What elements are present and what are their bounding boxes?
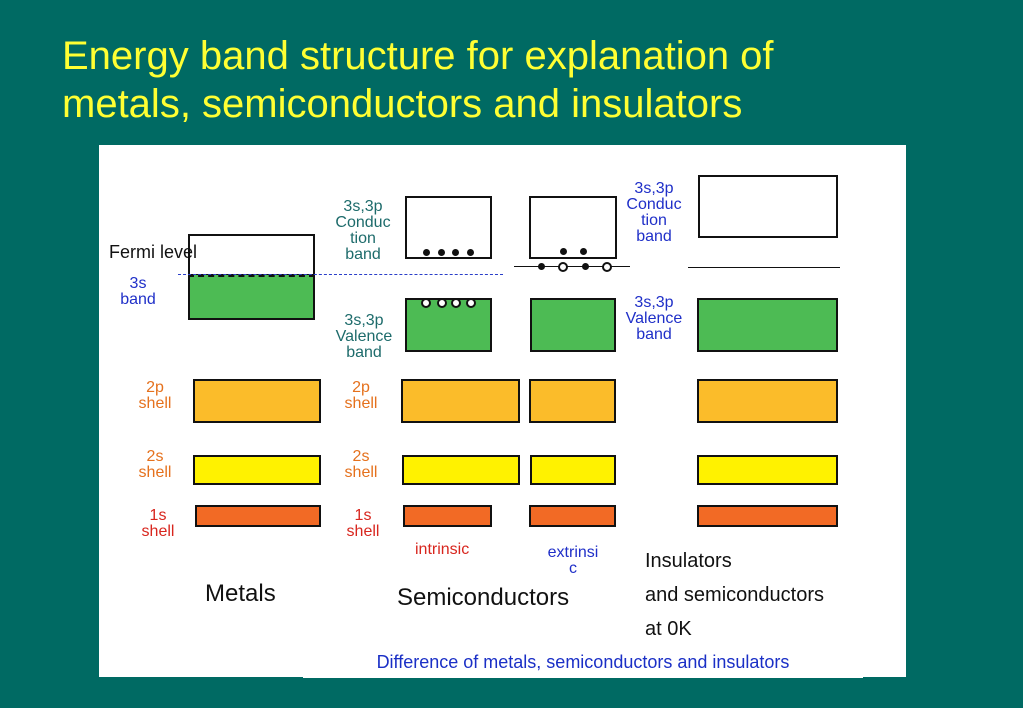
semi-2p-l1: 2p (352, 379, 370, 396)
semi-cond-l4: band (345, 246, 381, 263)
metals-label: Metals (205, 580, 276, 607)
ins-conduction-label: 3s,3p Conduc tion band (616, 181, 692, 245)
ins-valence-label: 3s,3p Valence band (616, 295, 692, 343)
electron-dot (423, 249, 430, 256)
extrinsic-2p-band (529, 379, 616, 423)
intrinsic-label: intrinsic (415, 541, 470, 558)
extrinsic-l1: extrinsi (547, 545, 599, 561)
metal-2p-label: 2p shell (130, 380, 180, 412)
fermi-level-label: Fermi level (109, 242, 198, 262)
ins-cond-l4: band (636, 228, 672, 245)
insulator-2p-band (697, 379, 838, 423)
extrinsic-conduction-band (529, 196, 617, 259)
intrinsic-conduction-band (405, 196, 492, 259)
insulators-note-l1: Insulators (645, 550, 732, 572)
extrinsic-1s-band (529, 505, 616, 527)
electron-dot (452, 249, 459, 256)
metal-1s-label: 1s shell (133, 508, 183, 540)
insulators-note-l2: and semiconductors (645, 584, 824, 606)
intrinsic-1s-band (403, 505, 492, 527)
hole-circle (451, 298, 461, 308)
metal-2p-l1: 2p (146, 379, 164, 396)
metal-2s-l2: shell (138, 464, 172, 481)
metal-3s-band (188, 275, 315, 320)
hole-circle (466, 298, 476, 308)
intrinsic-valence-band (405, 298, 492, 352)
metal-2s-label: 2s shell (130, 449, 180, 481)
semi-val-l3: band (346, 344, 382, 361)
metal-1s-l2: shell (141, 523, 175, 540)
ins-val-l1: 3s,3p (634, 294, 674, 311)
metal-2p-l2: shell (138, 395, 172, 412)
donor-level-line (514, 266, 630, 267)
page-title: Energy band structure for explanation of… (62, 32, 774, 128)
semi-cond-l2: Conduc (335, 214, 391, 231)
semi-val-l2: Valence (335, 328, 393, 345)
fermi-level-line (178, 274, 503, 275)
intrinsic-2p-band (401, 379, 520, 423)
donor-ion-dot (582, 263, 589, 270)
ins-cond-l1: 3s,3p (634, 180, 674, 197)
extrinsic-l2: c (569, 560, 577, 576)
semi-2p-label: 2p shell (336, 380, 386, 412)
ins-val-l3: band (636, 326, 672, 343)
title-line-2: metals, semiconductors and insulators (62, 82, 743, 126)
insulator-valence-band (697, 298, 838, 352)
metal-2p-band (193, 379, 321, 423)
extrinsic-label: extrinsi c (538, 545, 608, 575)
electron-dot (467, 249, 474, 256)
metal-3s-label: 3s band (116, 276, 160, 308)
semi-1s-l2: shell (346, 523, 380, 540)
insulators-note-l3: at 0K (645, 618, 692, 640)
title-line-1: Energy band structure for explanation of (62, 34, 774, 78)
insulator-reference-line (688, 267, 840, 268)
metal-1s-l1: 1s (149, 507, 167, 524)
semi-1s-l1: 1s (354, 507, 372, 524)
semi-cond-l3: tion (350, 230, 376, 247)
metal-3s-label-l2: band (120, 291, 156, 308)
semi-2s-l1: 2s (352, 448, 370, 465)
insulators-note: Insulators and semiconductors at 0K (645, 544, 824, 646)
ins-cond-l3: tion (641, 212, 667, 229)
ins-val-l2: Valence (625, 310, 683, 327)
figure-caption: Difference of metals, semiconductors and… (303, 646, 863, 678)
intrinsic-2s-band (402, 455, 520, 485)
insulator-2s-band (697, 455, 838, 485)
ins-cond-l2: Conduc (626, 196, 682, 213)
insulator-1s-band (697, 505, 838, 527)
semi-conduction-label: 3s,3p Conduc tion band (325, 199, 401, 263)
metal-2s-l1: 2s (146, 448, 164, 465)
semiconductors-label: Semiconductors (397, 584, 570, 611)
semi-2s-label: 2s shell (336, 449, 386, 481)
electron-dot (560, 248, 567, 255)
insulator-conduction-band (698, 175, 838, 238)
electron-dot (580, 248, 587, 255)
hole-circle (437, 298, 447, 308)
semi-valence-label: 3s,3p Valence band (326, 313, 402, 361)
extrinsic-valence-band (530, 298, 616, 352)
metal-2s-band (193, 455, 321, 485)
semi-2p-l2: shell (344, 395, 378, 412)
hole-circle (421, 298, 431, 308)
semi-cond-l1: 3s,3p (343, 198, 383, 215)
metal-1s-band (195, 505, 321, 527)
semi-1s-label: 1s shell (338, 508, 388, 540)
semi-val-l1: 3s,3p (344, 312, 384, 329)
extrinsic-2s-band (530, 455, 616, 485)
electron-dot (438, 249, 445, 256)
donor-ion-circle (602, 262, 612, 272)
donor-ion-circle (558, 262, 568, 272)
metal-upper-band (188, 234, 315, 276)
semi-2s-l2: shell (344, 464, 378, 481)
donor-ion-dot (538, 263, 545, 270)
metal-3s-label-l1: 3s (129, 275, 147, 292)
